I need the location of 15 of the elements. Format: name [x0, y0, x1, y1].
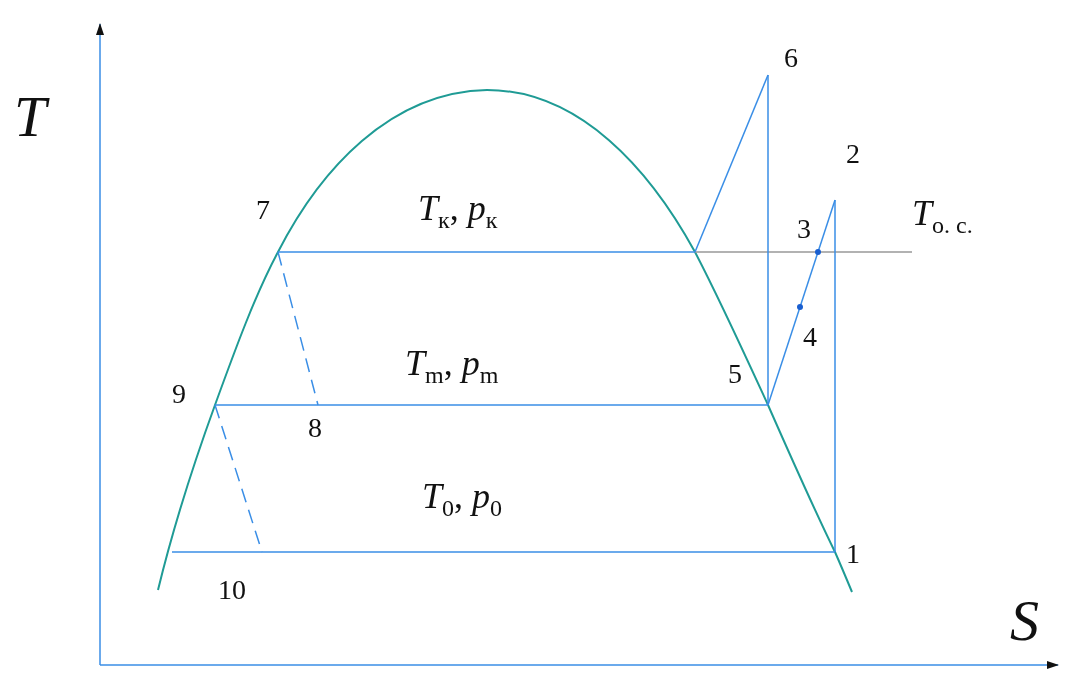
point-number: 3 [797, 215, 811, 243]
point-number: 1 [846, 540, 860, 568]
point-number: 6 [784, 44, 798, 72]
axis-label: S [1010, 592, 1039, 650]
point-number: 9 [172, 380, 186, 408]
state-label: T$_{0}$, p$_{0}$ [422, 478, 503, 521]
point-number: 5 [728, 360, 742, 388]
point-number: 2 [846, 140, 860, 168]
point-number: 7 [256, 196, 270, 224]
state-label: T$_{о. с.}$ [912, 195, 973, 238]
point-number: 10 [218, 576, 246, 604]
point-number: 4 [803, 323, 817, 351]
state-label: T$_{к}$, p$_{к}$ [418, 190, 498, 233]
point-number: 8 [308, 414, 322, 442]
state-label: T$_{m}$, p$_{m}$ [405, 345, 499, 388]
